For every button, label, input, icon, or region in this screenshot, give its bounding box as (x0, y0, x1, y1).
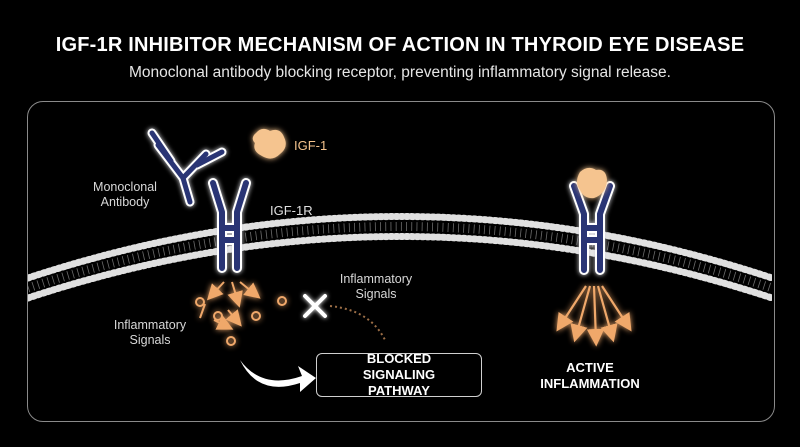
active-inflammation-label: ACTIVE INFLAMMATION (528, 360, 652, 392)
receptor-label: IGF-1R (270, 203, 313, 218)
blocked-dotted-trail (329, 305, 386, 341)
igf1-ligand (252, 128, 286, 159)
blocked-line1: BLOCKED SIGNALING (362, 351, 436, 382)
igf1r-receptor-active (569, 181, 615, 275)
antibody-label-line1: Monoclonal (93, 180, 157, 194)
igf1r-receptor-blocked (208, 178, 251, 273)
cell-membrane (28, 213, 772, 302)
left-signal-particles (195, 296, 287, 346)
page-title: IGF-1R INHIBITOR MECHANISM OF ACTION IN … (55, 34, 745, 56)
active-line2: INFLAMMATION (540, 376, 640, 391)
signals-left-line2: Signals (129, 333, 171, 347)
blocked-line2: PATHWAY (368, 383, 430, 398)
igf1-ligand-bound (577, 167, 607, 199)
antibody-label: Monoclonal Antibody (80, 180, 170, 210)
signals-right-label: Inflammatory Signals (326, 272, 426, 302)
blocked-x-icon (303, 294, 327, 318)
monoclonal-antibody (147, 128, 227, 207)
signals-right-line1: Inflammatory (339, 272, 413, 286)
signals-left-label: Inflammatory Signals (100, 318, 200, 348)
signals-left-line1: Inflammatory (113, 318, 187, 332)
active-line1: ACTIVE (566, 360, 614, 375)
blocked-pathway-callout: BLOCKED SIGNALING PATHWAY (316, 351, 482, 398)
page-subtitle: Monoclonal antibody blocking receptor, p… (129, 64, 671, 81)
antibody-label-line2: Antibody (100, 195, 150, 209)
curved-arrow-icon (240, 360, 316, 392)
left-signal-arrows (199, 281, 261, 330)
signals-right-line2: Signals (355, 287, 397, 301)
igf1-label: IGF-1 (294, 138, 328, 153)
active-signal-arrows (556, 285, 632, 347)
